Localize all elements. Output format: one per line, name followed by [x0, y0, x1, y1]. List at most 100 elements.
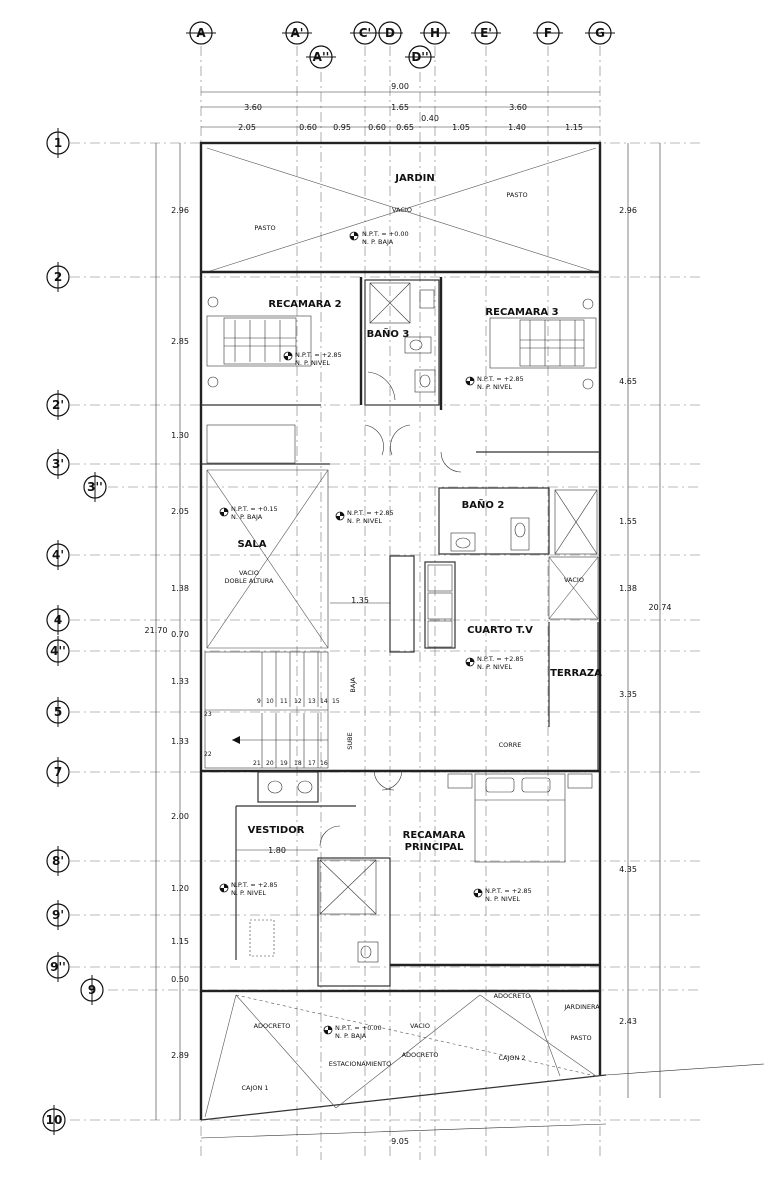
svg-text:N.P.T. = +2.85: N.P.T. = +2.85: [485, 887, 532, 895]
sala-area: SALA VACIO DOBLE ALTURA N.P.T. = +0.15 N…: [201, 424, 394, 649]
room-cajon1: CAJON 1: [241, 1084, 268, 1092]
svg-text:2.85: 2.85: [171, 337, 189, 346]
svg-text:N. P. BAJA: N. P. BAJA: [335, 1032, 367, 1040]
svg-text:CORRE: CORRE: [499, 741, 522, 749]
axis-bubble-a-prime: A': [282, 21, 312, 45]
toilet-icon: [510, 517, 530, 551]
vertical-grid-lines: [200, 46, 601, 1160]
axis-bubble-8-prime: 8': [46, 846, 70, 876]
level-marker-icon: [219, 507, 229, 517]
svg-text:2: 2: [54, 270, 62, 284]
svg-text:21: 21: [253, 760, 261, 767]
axis-bubble-4-prime: 4': [46, 540, 70, 570]
svg-text:PASTO: PASTO: [254, 224, 275, 232]
svg-text:H: H: [430, 26, 440, 40]
svg-text:ADOCRETO: ADOCRETO: [402, 1051, 439, 1059]
svg-text:3.60: 3.60: [244, 103, 262, 112]
svg-text:ADOCRETO: ADOCRETO: [494, 992, 531, 1000]
level-marker-icon: [335, 511, 345, 521]
level-marker-icon: [465, 376, 475, 386]
dim-right-total: 20.74: [649, 603, 672, 612]
svg-text:3': 3': [52, 457, 64, 471]
level-marker-icon: [323, 1025, 333, 1035]
left-dimensions: 2.96 2.85 1.30 2.05 1.38 0.70 1.33 1.33 …: [145, 143, 189, 1120]
svg-text:9: 9: [257, 698, 261, 705]
sink-icon: [267, 780, 313, 794]
room-sala: SALA: [237, 539, 266, 550]
svg-text:0.50: 0.50: [171, 975, 189, 984]
svg-text:7: 7: [54, 765, 62, 779]
recamara3-area: RECAMARA 3 N.P.T. = +2.85 N. P. NIVEL: [439, 277, 600, 453]
bottom-dimension: 9.05: [200, 1123, 607, 1146]
svg-text:N. P. BAJA: N. P. BAJA: [362, 238, 394, 246]
svg-text:20: 20: [266, 760, 274, 767]
level-marker-icon: [465, 657, 475, 667]
axis-bubble-2: 2: [46, 262, 70, 292]
svg-text:1.20: 1.20: [171, 884, 189, 893]
svg-text:22: 22: [204, 751, 212, 758]
top-axis-bubbles: A A' A'' C' D H D'' E' F G: [186, 21, 615, 69]
svg-text:A: A: [196, 26, 206, 40]
svg-text:16: 16: [320, 760, 328, 767]
room-vacio: VACIO: [564, 576, 584, 584]
vestidor-area: VESTIDOR 1.80 N.P.T. = +2.85 N. P. NIVEL: [219, 771, 356, 960]
svg-text:2.96: 2.96: [171, 206, 189, 215]
svg-text:2': 2': [52, 398, 64, 412]
axis-bubble-3-double-prime: 3'': [83, 472, 107, 502]
svg-text:17: 17: [308, 760, 316, 767]
room-recamara-principal: RECAMARA: [403, 830, 466, 841]
svg-text:12: 12: [294, 698, 302, 705]
svg-text:A': A': [291, 26, 304, 40]
toilet-icon: [357, 941, 379, 963]
svg-text:4': 4': [52, 548, 64, 562]
cuarto-tv-area: CUARTO T.V N.P.T. = +2.85 N. P. NIVEL: [389, 555, 533, 671]
svg-text:4'': 4'': [50, 644, 66, 658]
stair-treads-upper: [261, 652, 319, 707]
svg-text:N. P. NIVEL: N. P. NIVEL: [347, 517, 382, 525]
left-axis-bubbles: 1 2 2' 3' 3'' 4' 4 4'' 5 7 8' 9' 9'' 9 1…: [42, 128, 107, 1135]
svg-text:DOBLE ALTURA: DOBLE ALTURA: [225, 577, 275, 585]
room-cuarto-tv: CUARTO T.V: [467, 625, 533, 636]
svg-text:PASTO: PASTO: [506, 191, 527, 199]
axis-bubble-e-prime: E': [471, 21, 501, 45]
axis-bubble-c-prime: C': [350, 21, 380, 45]
sink-icon: [450, 532, 476, 552]
svg-text:ADOCRETO: ADOCRETO: [254, 1022, 291, 1030]
svg-text:4.65: 4.65: [619, 377, 637, 386]
svg-text:8': 8': [52, 854, 64, 868]
level-marker-icon: [473, 888, 483, 898]
vacio-area: VACIO: [548, 556, 599, 620]
svg-text:0.40: 0.40: [421, 114, 439, 123]
jardin-area: JARDIN VACIO PASTO PASTO N.P.T. = +0.00 …: [201, 147, 600, 274]
svg-text:N. P. NIVEL: N. P. NIVEL: [477, 663, 512, 671]
level-marker-icon: [349, 231, 359, 241]
svg-text:1.40: 1.40: [508, 123, 526, 132]
svg-text:1.33: 1.33: [171, 677, 189, 686]
svg-text:18: 18: [294, 760, 302, 767]
axis-bubble-2-prime: 2': [46, 390, 70, 420]
svg-text:9': 9': [52, 908, 64, 922]
top-dimensions: 9.00 3.60 1.65 3.60 2.05 0.60 0.95 0.60 …: [201, 82, 600, 132]
staircase: 9 10 11 12 13 14 15 21 20 19 18 17 16 23…: [204, 651, 357, 769]
room-bano3: BAÑO 3: [367, 327, 410, 340]
door-swings: [319, 424, 462, 847]
right-dimensions: 2.96 4.65 1.55 1.38 3.35 4.35 2.43 20.74: [619, 143, 671, 1098]
toilet-icon: [404, 336, 432, 354]
svg-text:N. P. NIVEL: N. P. NIVEL: [231, 889, 266, 897]
svg-text:2.05: 2.05: [238, 123, 256, 132]
room-bano2: BAÑO 2: [462, 498, 505, 511]
svg-text:N.P.T. = +2.85: N.P.T. = +2.85: [477, 655, 524, 663]
nightstand-icon: [582, 298, 594, 390]
room-recamara3: RECAMARA 3: [485, 307, 558, 318]
svg-text:1.05: 1.05: [452, 123, 470, 132]
bed-icon: [475, 777, 565, 801]
svg-text:1.33: 1.33: [171, 737, 189, 746]
recamara-principal-area: RECAMARA PRINCIPAL N.P.T. = +2.85 N. P. …: [390, 773, 600, 967]
level-marker-icon: [219, 883, 229, 893]
bano2-area: BAÑO 2: [438, 487, 598, 555]
axis-bubble-10: 10: [42, 1105, 66, 1135]
svg-text:N. P. BAJA: N. P. BAJA: [231, 513, 263, 521]
axis-bubble-a: A: [186, 21, 216, 45]
svg-text:9: 9: [88, 983, 96, 997]
bano-principal-area: [317, 857, 391, 987]
